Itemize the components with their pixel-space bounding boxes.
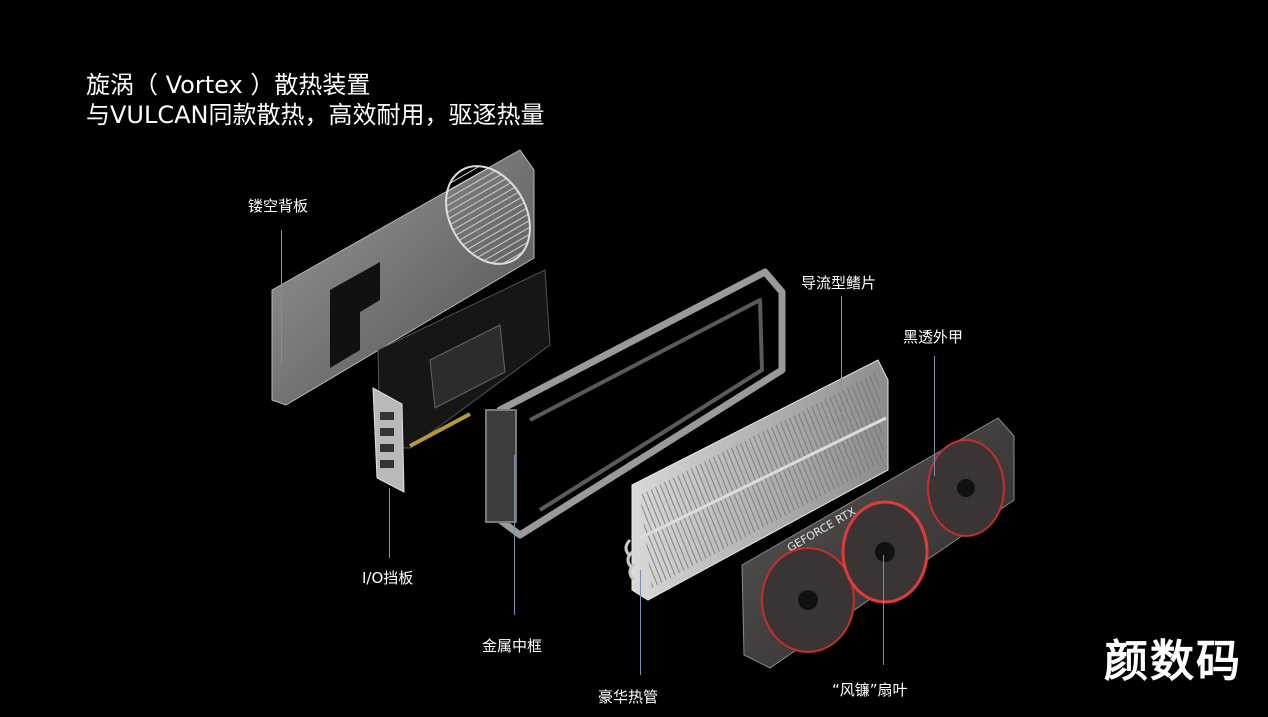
pcb-board (377, 269, 551, 449)
label-metal-frame: 金属中框 (482, 637, 543, 655)
heading: 旋涡（ Vortex ）散热装置 与VULCAN同款散热，高效耐用，驱逐热量 (86, 70, 544, 130)
heading-line-2: 与VULCAN同款散热，高效耐用，驱逐热量 (86, 101, 545, 129)
watermark: 颜数码 (1104, 636, 1242, 687)
io-bracket (372, 387, 405, 493)
leader-fins (841, 296, 842, 426)
label-io-bracket: I/O挡板 (362, 569, 414, 587)
backplate (271, 149, 535, 406)
label-fins: 导流型鳍片 (801, 274, 877, 292)
label-heatpipes: 豪华热管 (598, 688, 659, 706)
label-fans: “风镰”扇叶 (832, 681, 908, 699)
fin-stack (631, 359, 889, 601)
heatpipes (624, 538, 636, 582)
leader-metal-frame (514, 455, 515, 615)
fan-right (927, 439, 1005, 537)
heading-line-1: 旋涡（ Vortex ）散热装置 (86, 71, 371, 99)
label-backplate: 镂空背板 (248, 197, 309, 215)
leader-backplate (281, 230, 282, 365)
leader-heatpipes (640, 570, 641, 675)
metal-frame (485, 268, 786, 539)
leader-fans (883, 555, 884, 665)
fan-left (761, 547, 855, 653)
label-shroud: 黑透外甲 (903, 328, 964, 346)
leader-shroud (934, 356, 935, 476)
leader-io-bracket (389, 488, 390, 558)
fan-center (841, 500, 929, 604)
